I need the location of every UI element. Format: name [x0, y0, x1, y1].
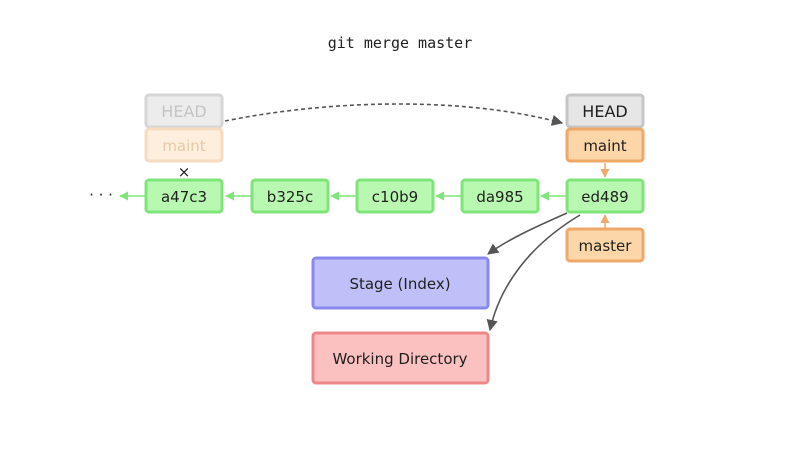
- old-head-label: HEAD: [161, 102, 206, 121]
- commit-label: c10b9: [372, 188, 418, 206]
- old-head-ref: HEAD: [144, 93, 224, 129]
- old-maint-label: maint: [162, 137, 205, 155]
- master-label: master: [579, 237, 633, 255]
- to-workdir-arrow: [486, 214, 581, 332]
- old-maint-ref: maint: [144, 127, 224, 163]
- commit-ed489: ed489: [565, 178, 645, 214]
- commit-label: da985: [476, 188, 523, 206]
- maint-label: maint: [583, 137, 626, 155]
- maint-ref: maint: [565, 127, 645, 163]
- stage-label: Stage (Index): [349, 275, 450, 293]
- head-move-arrow: [224, 103, 564, 126]
- commit-c10b9: c10b9: [355, 178, 435, 214]
- to-stage-arrow: [487, 212, 568, 255]
- master-ref: master: [565, 227, 645, 263]
- commit-label: ed489: [581, 188, 628, 206]
- commit-label: b325c: [267, 188, 313, 206]
- removed-marker-icon: ×: [178, 163, 191, 181]
- workdir-label: Working Directory: [332, 350, 467, 368]
- head-ref: HEAD: [565, 93, 645, 129]
- commit-a47c3: a47c3: [144, 178, 224, 214]
- history-ellipsis: · · ·: [89, 186, 113, 204]
- commit-b325c: b325c: [250, 178, 330, 214]
- head-label: HEAD: [582, 102, 627, 121]
- commit-label: a47c3: [161, 188, 207, 206]
- commit-da985: da985: [460, 178, 540, 214]
- command-title: git merge master: [327, 34, 473, 52]
- stage-index-box: Stage (Index): [311, 256, 490, 310]
- working-directory-box: Working Directory: [311, 331, 490, 385]
